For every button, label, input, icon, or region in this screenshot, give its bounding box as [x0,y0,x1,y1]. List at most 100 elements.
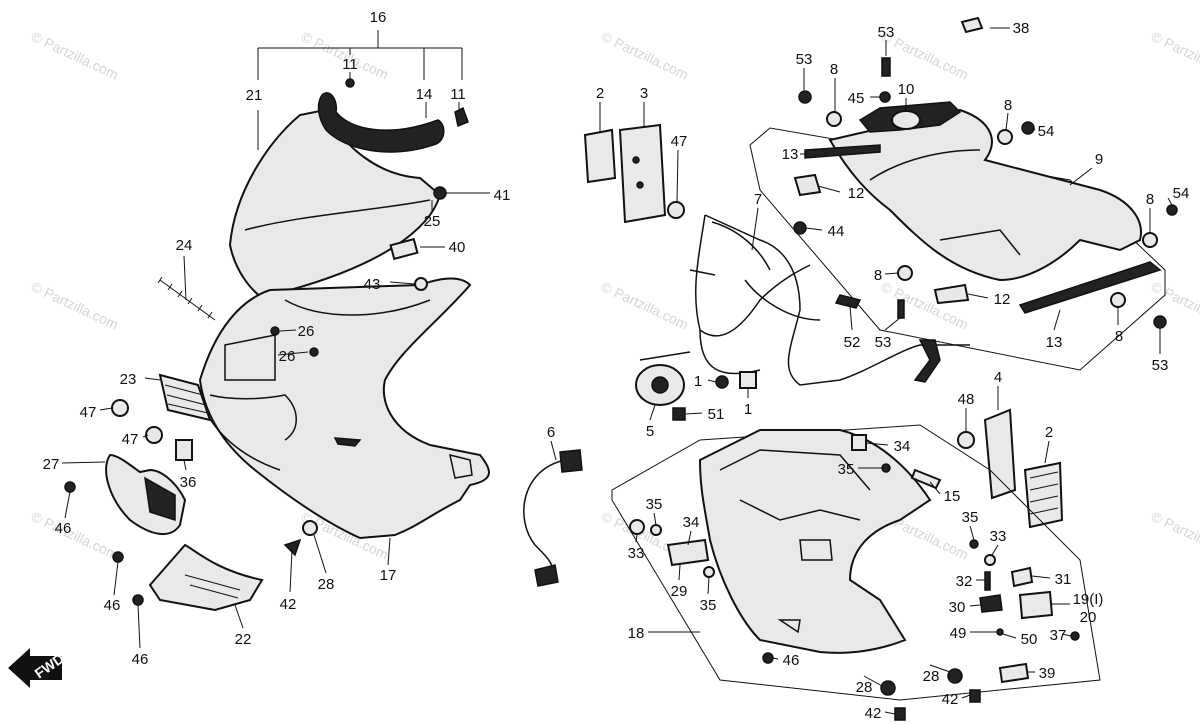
callout-label: 24 [176,237,193,254]
callout-label: 42 [942,691,959,708]
callout-label: 46 [104,597,121,614]
washer-45-icon [879,91,891,103]
reflector-2a [583,128,617,184]
bracket-hole-2 [636,181,644,189]
clip-34b [666,538,710,567]
clip-11-icon [454,106,469,128]
callout-label: 9 [1095,151,1103,168]
callout-label: 36 [180,474,197,491]
side-grille [158,373,212,422]
lower-trim-piece [148,543,264,612]
callout-label: 47 [122,431,139,448]
bolt-32-icon [984,571,991,591]
clip-26b-icon [309,347,319,357]
nut-35c-icon [703,566,715,578]
bushing-36 [175,439,193,461]
callout-label: 52 [844,334,861,351]
callout-label: 31 [1055,571,1072,588]
callout-label: 50 [1021,631,1038,648]
clip-47b-icon [145,426,163,444]
stay-13a [804,144,881,159]
callout-label: 13 [782,146,799,163]
callout-label: 53 [796,51,813,68]
bolt-54a-icon [1021,121,1035,135]
reflector-stay-3 [618,123,667,224]
callout-label: 42 [865,705,882,722]
callout-label: 15 [944,488,961,505]
callout-label: 26 [298,323,315,340]
clip-26a-icon [270,326,280,336]
callout-label: 3 [640,85,648,102]
upper-cowl [198,277,490,540]
bolt-53c-icon [1153,315,1167,329]
screw-46d-icon [762,652,774,664]
nut-11-icon [345,78,355,88]
callout-label: 8 [1004,97,1012,114]
nut-35a-icon [881,463,891,473]
callout-label: 23 [120,371,137,388]
grommet-28c-icon [880,680,896,696]
callout-label: 28 [856,679,873,696]
callout-label: 47 [671,133,688,150]
callout-label: 48 [958,391,975,408]
callout-label: 2 [1045,424,1053,441]
upper-cowl-assembly [64,30,490,612]
grommet-33b-icon [984,554,996,566]
collar-1b [739,371,757,389]
callout-label: 34 [894,438,911,455]
callout-label: 47 [80,404,97,421]
grommet-47c-icon [667,201,685,219]
callout-label: 8 [874,267,882,284]
windscreen-trim [317,92,445,153]
callout-label: 16 [370,9,387,26]
callout-label: 1 [744,401,752,418]
screw-46a-icon [64,481,76,493]
callout-label: 46 [55,520,72,537]
callout-label: 28 [923,668,940,685]
callout-label: 34 [683,514,700,531]
callout-label: 40 [449,239,466,256]
nut-53b-icon [798,90,812,104]
relay-19 [1018,590,1054,620]
watermark-text: © Partzilla.com [29,508,121,562]
grommet-8a-icon [826,111,842,127]
callout-label: 33 [990,528,1007,545]
bracket-hole [632,156,640,164]
watermark-text: © Partzilla.com [599,28,691,82]
callout-label: 4 [994,369,1002,386]
callout-label: 19(I) [1073,591,1104,608]
grommet-28b-icon [947,668,963,684]
callout-label: 45 [848,90,865,107]
callout-label: 51 [708,406,725,423]
callout-label: 12 [848,185,865,202]
callout-label: 18 [628,625,645,642]
callout-label: 29 [671,583,688,600]
callout-label: 10 [898,81,915,98]
watermark-text: © Partzilla.com [1149,28,1200,82]
callout-label: 53 [1152,357,1169,374]
grommet-33a-icon [629,519,645,535]
decal-strip [159,279,216,321]
callout-label: 53 [878,24,895,41]
callout-label: 17 [380,567,397,584]
callout-label: 8 [830,61,838,78]
bolt-53a-icon [881,57,891,77]
horn-wire [523,459,566,581]
stay-and-undercowl-assembly [523,16,1178,721]
screw-46b-icon [112,551,124,563]
callout-label: 44 [828,223,845,240]
bolt-52-icon [834,294,862,309]
screw-42c-icon [894,707,906,721]
callout-label: 53 [875,334,892,351]
stay-12b [933,283,970,305]
callout-label: 43 [364,276,381,293]
callout-label: 41 [494,187,511,204]
callout-label: 11 [450,86,466,103]
callout-label: 35 [838,461,855,478]
callout-label: 28 [318,576,335,593]
grommet-28-icon [302,520,318,536]
callout-label: 27 [43,456,60,473]
pad-40 [389,237,419,261]
callout-label: 8 [1146,191,1154,208]
